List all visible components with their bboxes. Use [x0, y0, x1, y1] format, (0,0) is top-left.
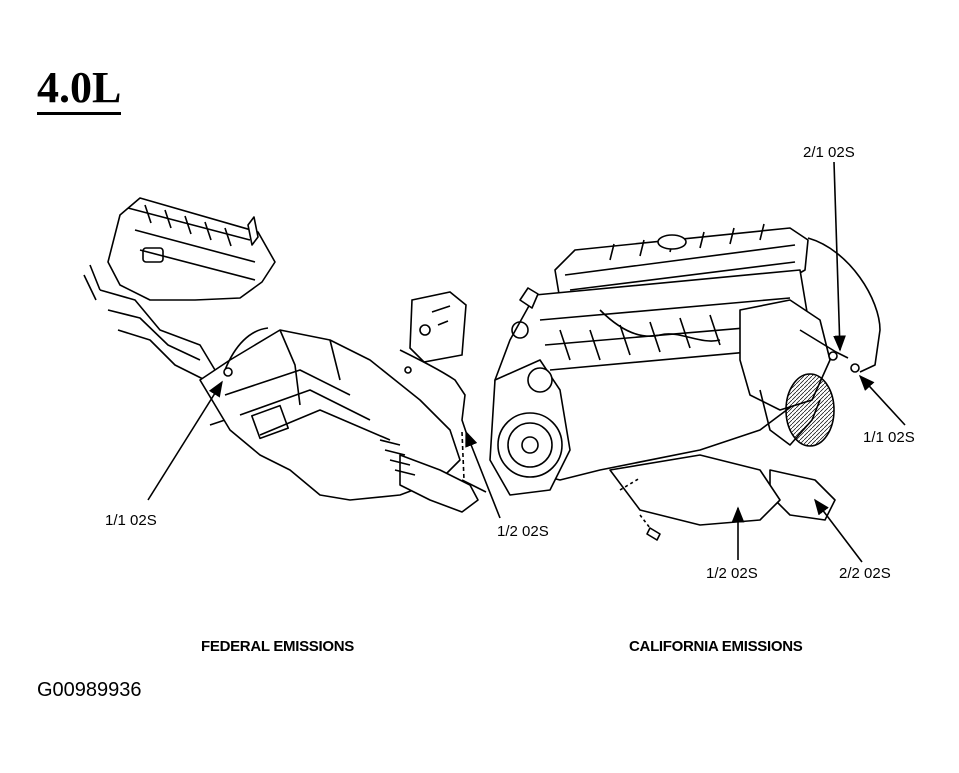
callout-federal-sensor-1-1: 1/1 02S — [105, 512, 157, 529]
callout-california-sensor-2-2: 2/2 02S — [839, 565, 891, 582]
federal-rear-sensor-bracket — [399, 291, 467, 481]
leader-cal-22 — [814, 498, 863, 563]
leader-cal-11 — [858, 374, 906, 426]
figure-id: G00989936 — [37, 679, 142, 701]
callout-federal-sensor-1-2: 1/2 02S — [497, 523, 549, 540]
caption-federal-emissions: FEDERAL EMISSIONS — [201, 638, 354, 655]
leader-fed-12 — [465, 430, 501, 519]
caption-california-emissions: CALIFORNIA EMISSIONS — [629, 638, 803, 655]
callout-california-sensor-2-1: 2/1 02S — [803, 144, 855, 161]
leader-cal-21 — [833, 161, 846, 352]
california-engine-drawing — [489, 223, 881, 541]
callout-california-sensor-1-2: 1/2 02S — [706, 565, 758, 582]
leader-fed-11 — [147, 380, 223, 501]
callout-leaders — [147, 161, 906, 563]
engine-title: 4.0L — [37, 66, 122, 115]
callout-california-sensor-1-1: 1/1 02S — [863, 429, 915, 446]
federal-engine-drawing — [83, 197, 487, 513]
